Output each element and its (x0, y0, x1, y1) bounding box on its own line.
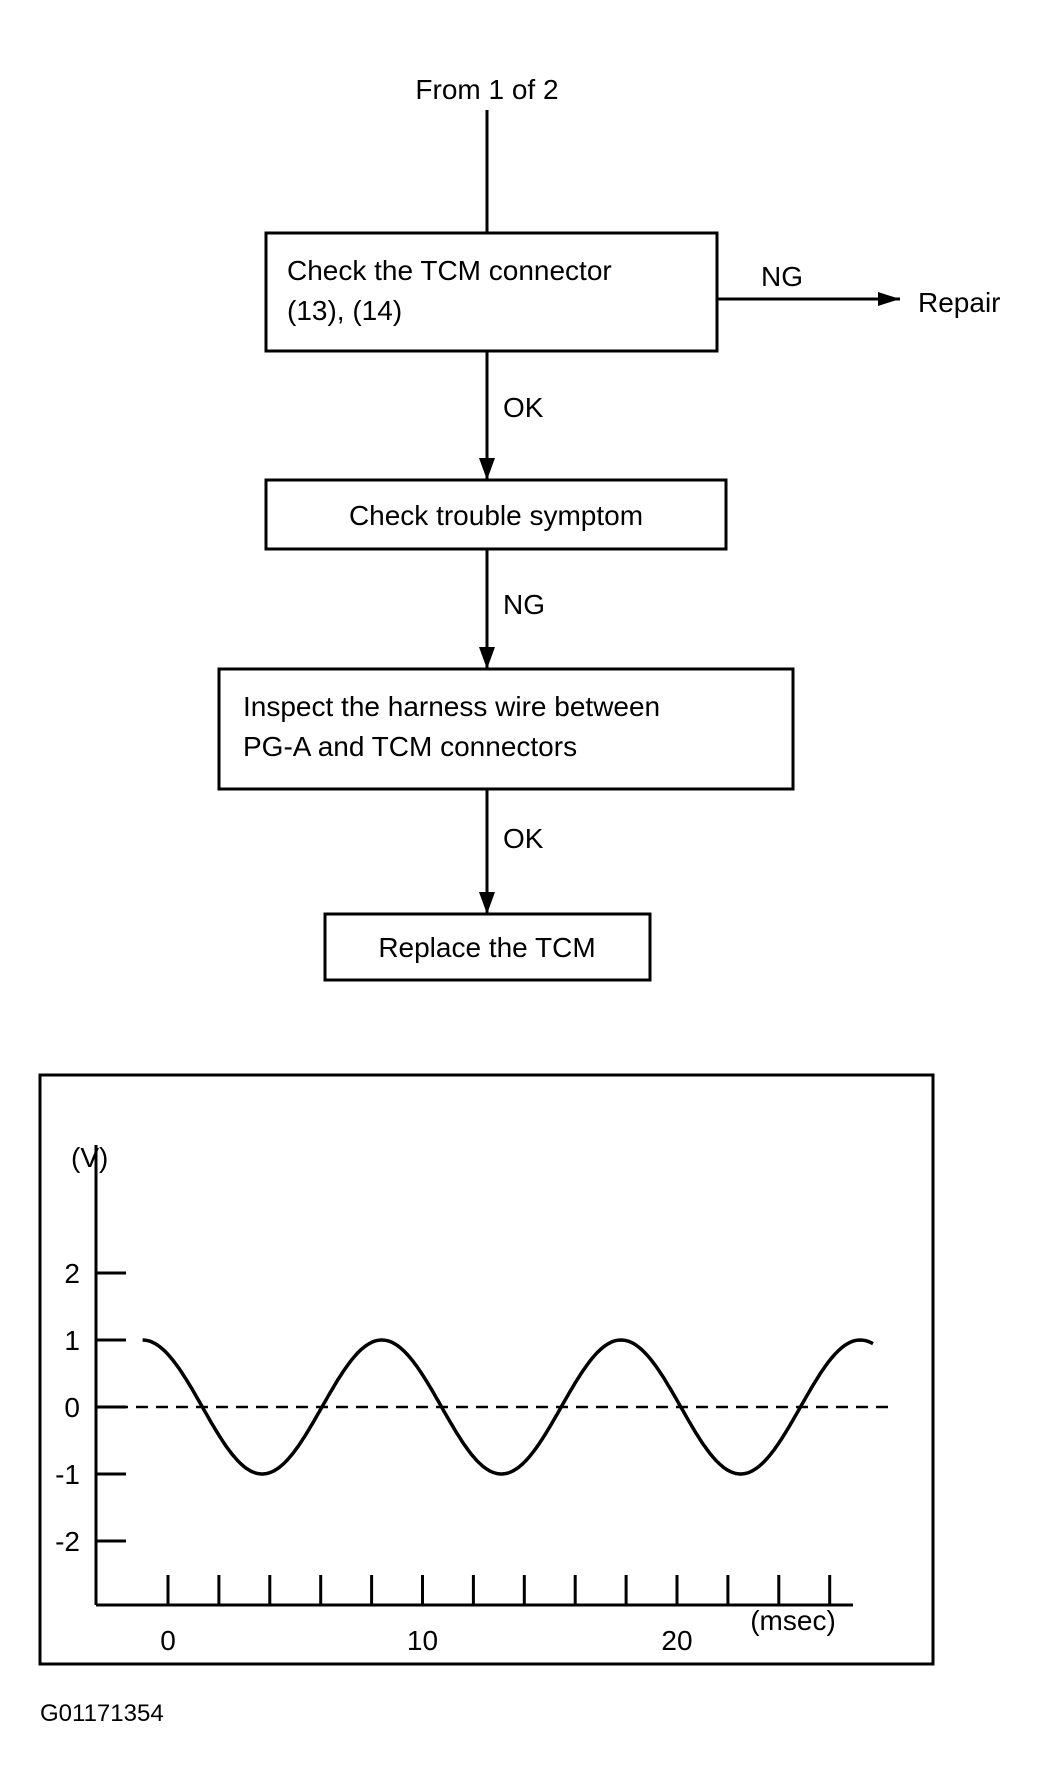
flow-box-check-connector (264, 231, 719, 353)
flow-ok2-label: OK (503, 823, 544, 854)
flow-step3-line2: PG-A and TCM connectors (243, 731, 577, 762)
chart-frame (38, 1073, 935, 1666)
chart-x-tick-label: 20 (661, 1625, 692, 1656)
flow-box-inspect-harness (217, 667, 795, 791)
chart-y-tick-label: -1 (55, 1459, 80, 1490)
figure-code: G01171354 (40, 1700, 164, 1727)
chart-x-tick-label: 0 (160, 1625, 176, 1656)
chart-y-tick-label: -2 (55, 1526, 80, 1557)
flow-start-label: From 1 of 2 (415, 74, 558, 105)
flow-box-check-symptom (264, 478, 728, 551)
flow-repair-label: Repair (918, 287, 1000, 318)
chart-y-tick-label: 1 (64, 1325, 80, 1356)
flow-ng1-label: NG (761, 261, 803, 292)
chart-x-tick-label: 10 (407, 1625, 438, 1656)
flow-ng2-label: NG (503, 589, 545, 620)
chart-y-tick-label: 2 (64, 1258, 80, 1289)
flow-step3-line1: Inspect the harness wire between (243, 691, 660, 722)
flow-step4-label: Replace the TCM (378, 932, 595, 963)
flow-ok1-label: OK (503, 392, 544, 423)
flow-step1-line2: (13), (14) (287, 295, 402, 326)
flow-box-replace-tcm (323, 912, 652, 982)
flow-step2-label: Check trouble symptom (349, 500, 643, 531)
chart-y-tick-label: 0 (64, 1392, 80, 1423)
chart-x-axis-label: (msec) (750, 1605, 836, 1636)
chart-y-axis-label: (V) (71, 1142, 108, 1173)
flow-step1-line1: Check the TCM connector (287, 255, 612, 286)
chart-waveform-series (142, 1338, 874, 1476)
